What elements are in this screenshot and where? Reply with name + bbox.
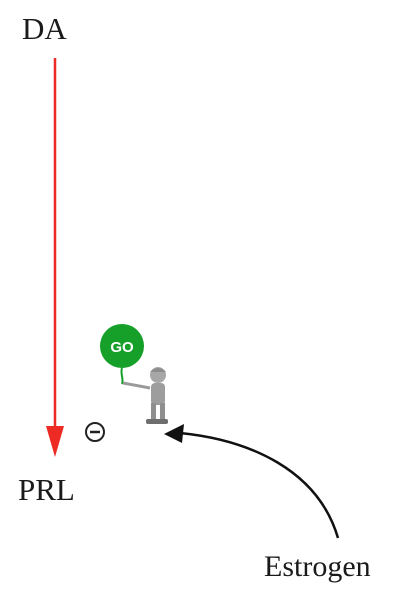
- inhibit-circle-icon: [85, 422, 105, 442]
- prl-label: PRL: [18, 472, 75, 507]
- balloon-go-text: GO: [110, 339, 134, 356]
- estrogen-label: Estrogen: [264, 550, 371, 583]
- da-to-prl-arrow: [46, 58, 64, 457]
- person-figure-icon: [122, 367, 168, 424]
- da-label: DA: [22, 11, 67, 46]
- go-balloon-icon: GO: [100, 324, 144, 385]
- estrogen-arrow: [164, 424, 340, 539]
